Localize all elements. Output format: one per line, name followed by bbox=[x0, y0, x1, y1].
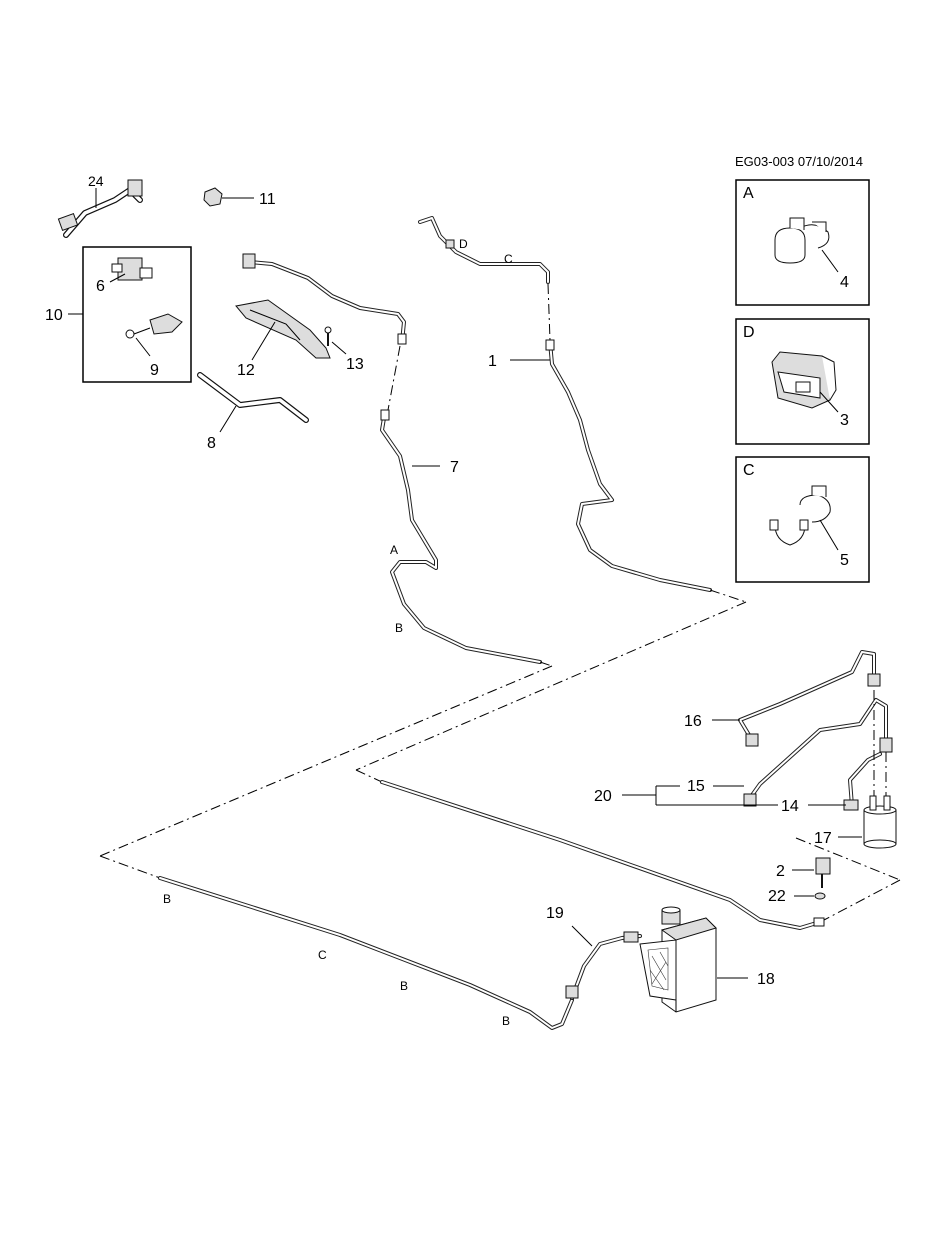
pipe-letter-b-low2: B bbox=[400, 979, 408, 993]
callout-11: 11 bbox=[259, 191, 276, 208]
callout-3: 3 bbox=[840, 412, 849, 429]
harness-part-24 bbox=[57, 179, 143, 238]
pipe-letter-a-mid: A bbox=[390, 543, 398, 557]
pipe-part-7-upper bbox=[242, 253, 407, 345]
detail-box-c bbox=[735, 456, 870, 583]
callout-10: 10 bbox=[45, 307, 63, 324]
bracket-part-9 bbox=[125, 313, 183, 339]
pipe-letter-b-low1: B bbox=[163, 892, 171, 906]
cap-part-11 bbox=[203, 187, 223, 207]
callout-17: 17 bbox=[814, 830, 832, 847]
connector-part-2 bbox=[815, 857, 831, 888]
callout-1: 1 bbox=[488, 353, 497, 370]
hose-part-19 bbox=[565, 931, 642, 1000]
pipe-letter-b-mid: B bbox=[395, 621, 403, 635]
detail-box-d bbox=[735, 318, 870, 445]
callout-14: 14 bbox=[781, 798, 799, 815]
callout-20: 20 bbox=[594, 788, 612, 805]
canister-part-18 bbox=[639, 906, 717, 1013]
pipe-letter-c-low: C bbox=[318, 948, 327, 962]
callout-18: 18 bbox=[757, 971, 775, 988]
hose-part-15 bbox=[743, 698, 893, 807]
pipe-letter-c-top: C bbox=[504, 252, 513, 266]
callout-6: 6 bbox=[96, 278, 105, 295]
pipe-part-1-lower bbox=[545, 339, 712, 592]
callout-9: 9 bbox=[150, 362, 159, 379]
bracket-part-12 bbox=[235, 299, 331, 359]
bolt-part-13 bbox=[324, 326, 332, 346]
clip-part-3 bbox=[771, 351, 837, 409]
callout-24: 24 bbox=[88, 173, 104, 189]
callout-22: 22 bbox=[768, 888, 786, 905]
pipe-part-1 bbox=[418, 216, 550, 284]
valve-part-6 bbox=[111, 257, 153, 281]
callout-15: 15 bbox=[687, 778, 705, 795]
hose-part-8 bbox=[197, 372, 309, 423]
pipe-letter-d-top: D bbox=[459, 237, 468, 251]
callout-5: 5 bbox=[840, 552, 849, 569]
pipe-lower-long bbox=[158, 876, 574, 1030]
callout-7: 7 bbox=[450, 459, 459, 476]
hose-part-16 bbox=[738, 650, 881, 747]
clip-part-5 bbox=[769, 485, 831, 546]
pipe-letter-b-low3: B bbox=[502, 1014, 510, 1028]
detail-box-c-label: C bbox=[743, 462, 755, 479]
detail-box-a bbox=[735, 179, 870, 306]
callout-12: 12 bbox=[237, 362, 255, 379]
detail-box-a-label: A bbox=[743, 185, 754, 202]
callout-8: 8 bbox=[207, 435, 216, 452]
callout-16: 16 bbox=[684, 713, 702, 730]
callout-2: 2 bbox=[776, 863, 785, 880]
seal-part-22 bbox=[814, 892, 826, 900]
detail-box-d-label: D bbox=[743, 324, 755, 341]
diagram-reference-code: EG03-003 07/10/2014 bbox=[735, 154, 863, 169]
callout-4: 4 bbox=[840, 274, 849, 291]
callout-19: 19 bbox=[546, 905, 564, 922]
callout-13: 13 bbox=[346, 356, 364, 373]
pipe-part-7-lower bbox=[380, 409, 542, 664]
pipe-part-20-lower bbox=[380, 780, 825, 930]
filter-part-17 bbox=[863, 795, 897, 849]
clip-part-4 bbox=[774, 217, 830, 264]
